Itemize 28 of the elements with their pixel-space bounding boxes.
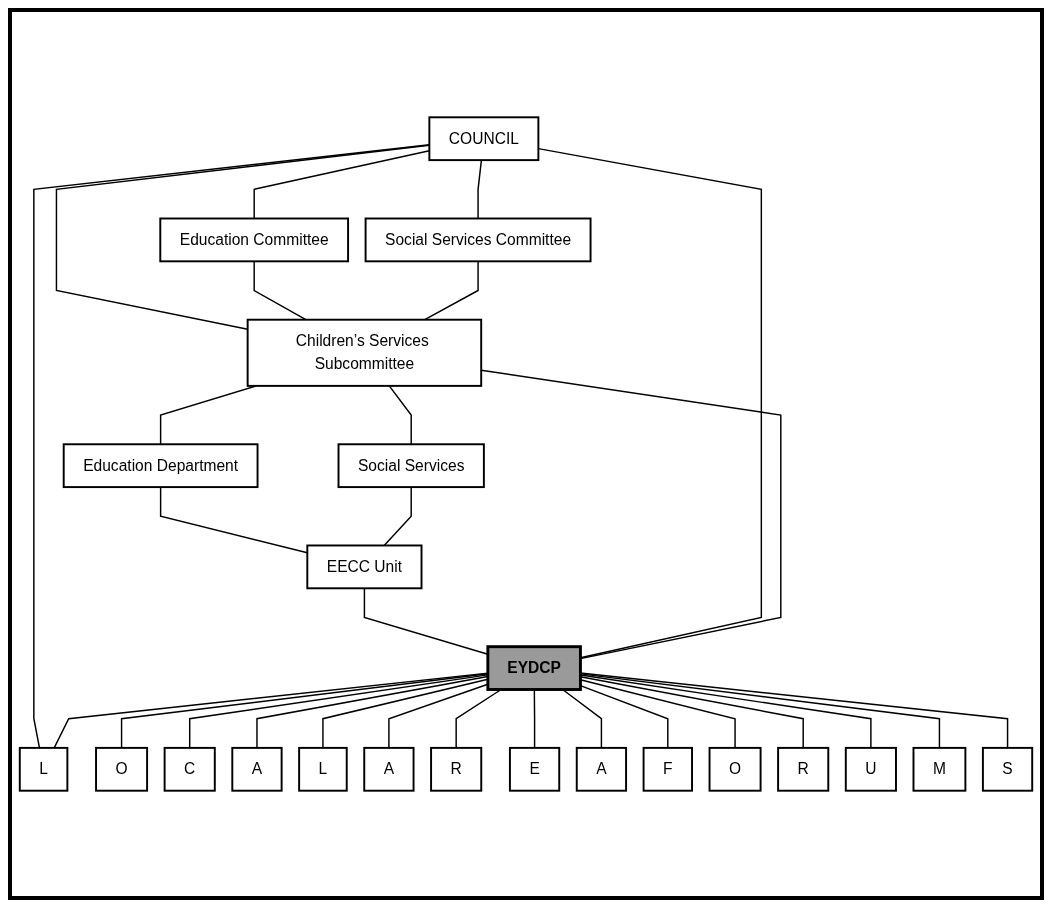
node-box: E <box>508 746 561 792</box>
node-box: R <box>777 746 830 792</box>
node-box: O <box>708 746 762 792</box>
node-box: R <box>430 746 483 792</box>
node-box: L <box>18 746 69 792</box>
connector <box>253 260 307 321</box>
connector <box>388 385 412 445</box>
node-box: Education Committee <box>159 217 350 263</box>
node-box: O <box>95 746 149 792</box>
node-box: EYDCP <box>486 645 582 691</box>
connector <box>477 159 483 220</box>
node-box: A <box>231 746 283 792</box>
node-box: U <box>844 746 897 792</box>
node-box: Education Department <box>62 443 259 489</box>
node-box: Children’s Services Subcommittee <box>246 318 483 387</box>
node-box: Social Services Committee <box>364 217 592 263</box>
node-box: Social Services <box>337 443 485 489</box>
node-box: F <box>642 746 693 792</box>
node-box: COUNCIL <box>428 116 540 162</box>
node-box: S <box>981 746 1034 792</box>
node-box: A <box>363 746 415 792</box>
node-box: L <box>298 746 348 792</box>
node-box: M <box>912 746 967 792</box>
connector <box>383 486 412 547</box>
node-box: C <box>163 746 216 792</box>
connector <box>424 260 479 321</box>
node-box: EECC Unit <box>306 544 423 590</box>
node-box: A <box>575 746 628 792</box>
